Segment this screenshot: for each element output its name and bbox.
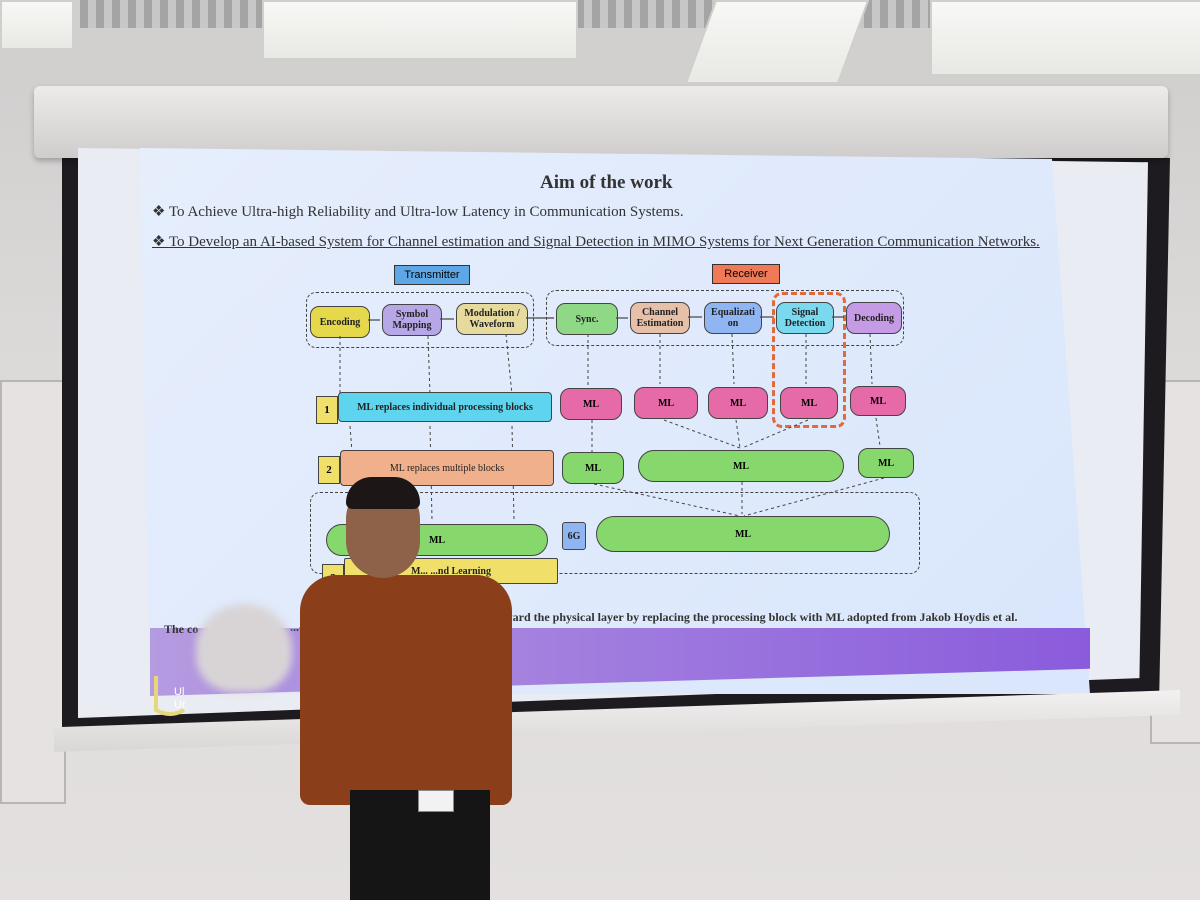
ceiling-duct <box>80 0 1080 28</box>
block-signal-detection: Signal Detection <box>776 302 834 334</box>
presentation-slide <box>140 148 1090 694</box>
audience-head <box>196 604 292 692</box>
logo-text: Ul Ur <box>174 686 186 711</box>
block-equalization: Equalizati on <box>704 302 762 334</box>
level-1-number: 1 <box>316 396 338 424</box>
level-1-label: ML replaces individual processing blocks <box>338 392 552 422</box>
ml-block: ML <box>562 452 624 484</box>
ml-block: ML <box>634 387 698 419</box>
ml-block: ML <box>780 387 838 419</box>
level-3-group <box>310 492 920 574</box>
bullet-1: ❖ To Achieve Ultra-high Reliability and … <box>152 204 684 220</box>
ml-oval: ML <box>638 450 844 482</box>
block-symbol-mapping: Symbol Mapping <box>382 304 442 336</box>
ml-oval: ML <box>596 516 890 552</box>
bullet-2: ❖ To Develop an AI-based System for Chan… <box>152 234 1040 250</box>
presenter-hair <box>346 477 420 509</box>
block-modulation: Modulation / Waveform <box>456 303 528 335</box>
ceiling-light <box>262 0 578 60</box>
presenter-torso <box>300 575 512 805</box>
ml-block: ML <box>850 386 906 416</box>
block-sync: Sync. <box>556 303 618 335</box>
receiver-label: Receiver <box>712 264 780 284</box>
caption-left: The co <box>164 622 199 636</box>
screen-housing <box>34 86 1168 158</box>
name-badge <box>418 790 454 812</box>
university-logo <box>154 676 185 716</box>
block-decoding: Decoding <box>846 302 902 334</box>
transmitter-group <box>306 292 534 348</box>
6g-label: 6G <box>562 522 586 550</box>
slide-title: Aim of the work <box>540 172 673 193</box>
block-channel-estimation: Channel Estimation <box>630 302 690 334</box>
caption-right: toward the physical layer by replacing t… <box>494 610 1018 624</box>
signal-detection-highlight <box>772 292 846 428</box>
level-2-number: 2 <box>318 456 340 484</box>
ceiling-light <box>930 0 1200 76</box>
transmitter-label: Transmitter <box>394 265 470 285</box>
ml-block: ML <box>708 387 768 419</box>
ceiling-light <box>0 0 74 50</box>
ml-block: ML <box>560 388 622 420</box>
ml-block: ML <box>858 448 914 478</box>
